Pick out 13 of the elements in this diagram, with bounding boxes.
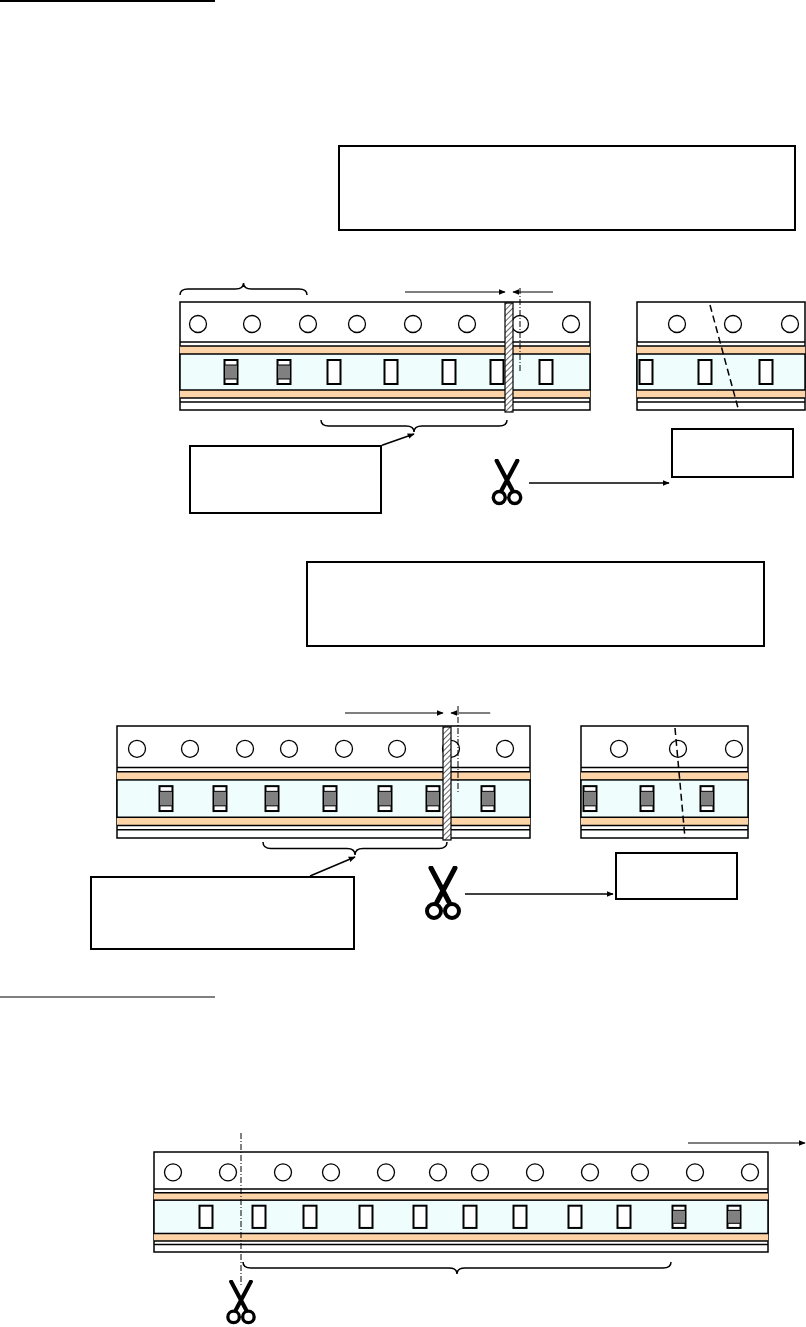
text-box xyxy=(306,561,765,647)
text-box xyxy=(615,852,738,900)
arrow xyxy=(528,480,670,486)
text-box xyxy=(338,145,796,231)
text-box xyxy=(671,428,794,478)
brace xyxy=(262,841,448,856)
text-box xyxy=(189,445,382,514)
text-box xyxy=(90,876,355,950)
arrow xyxy=(464,891,614,897)
scissors-icon xyxy=(423,866,463,922)
arrow xyxy=(381,433,415,447)
brace xyxy=(320,419,508,433)
arrow xyxy=(309,856,356,877)
